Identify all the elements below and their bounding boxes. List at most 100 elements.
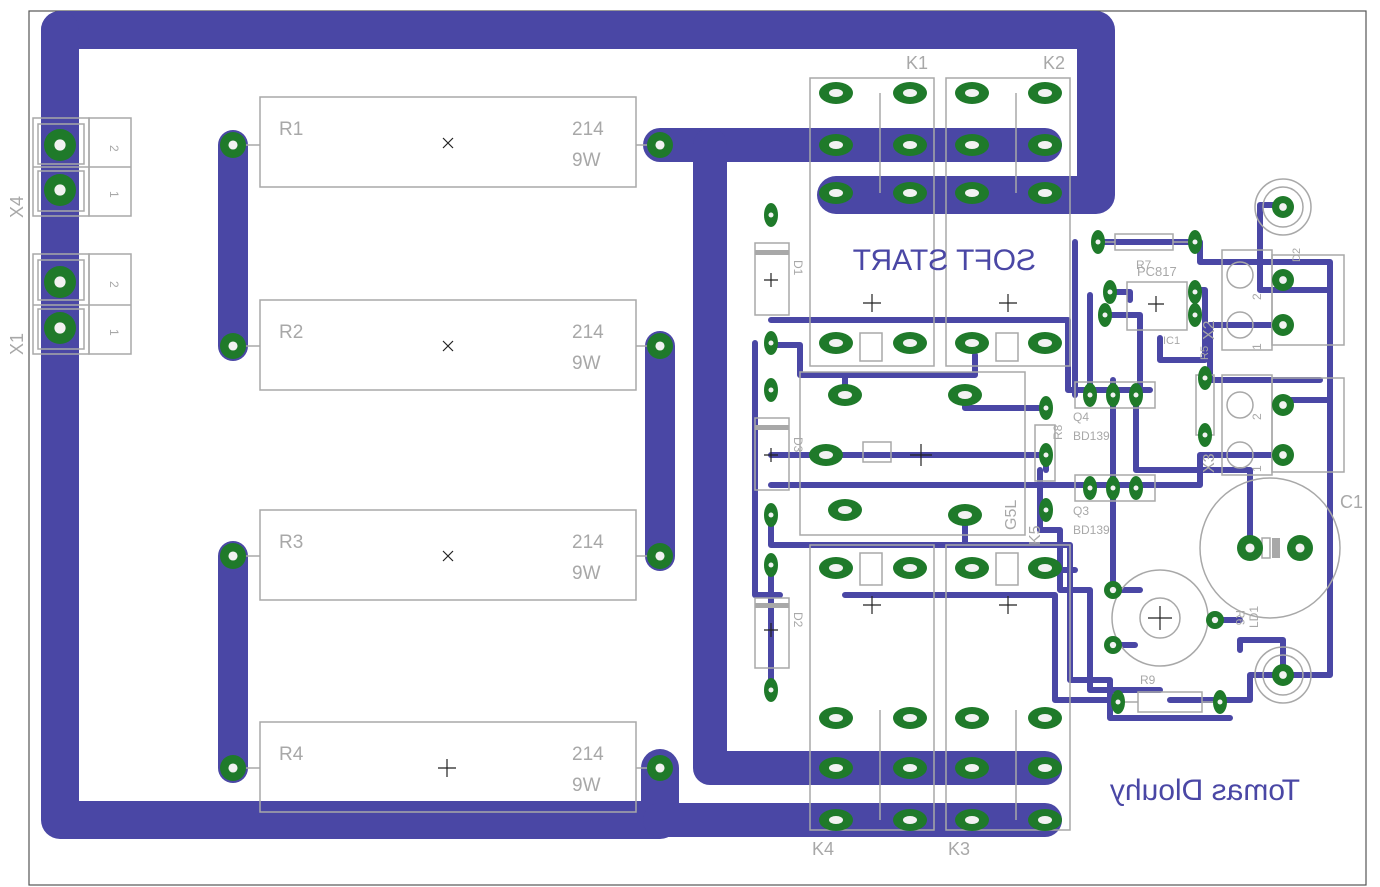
pad-hole [829,764,843,772]
resistor-ref: R2 [279,322,303,343]
pad-hole [965,816,979,824]
resistor-ref: R4 [279,744,304,765]
diode-d2-label: D2 [791,612,805,628]
pad-hole [54,184,66,196]
pad-hole [1038,339,1052,347]
pad-hole [655,140,665,150]
pad-hole [1038,564,1052,572]
pad-hole [1110,485,1116,491]
pad-hole [829,564,843,572]
pad-hole [655,341,665,351]
pad-hole [903,816,917,824]
r5-label: R5 [1199,346,1211,360]
pad-hole [1102,312,1108,318]
pad-hole [819,451,833,459]
pad-hole [228,341,238,351]
pad-hole [903,339,917,347]
pad-hole [958,511,972,519]
pad-hole [1038,189,1052,197]
pad-hole [1217,699,1223,705]
pad-hole [829,339,843,347]
r9-label: R9 [1140,673,1156,687]
pad-hole [1202,432,1208,438]
r8-label: R8 [1051,424,1065,440]
pad-hole [228,763,238,773]
pad-hole [1211,616,1219,624]
pad-hole [1192,289,1198,295]
pad-hole [1038,816,1052,824]
pad-hole [1087,485,1093,491]
g5l-label: G5L [1003,500,1020,530]
pad-hole [54,276,66,288]
resistor-power: 9W [572,150,601,171]
connector-x1: 2 1 X1 [7,253,132,355]
pad-hole [1295,543,1305,553]
diodes: D1 D3 D2 [754,242,805,669]
pad-hole [1192,239,1198,245]
pad-hole [1038,764,1052,772]
pad-hole [1202,375,1208,381]
pad-hole [965,764,979,772]
pad-hole [1095,239,1101,245]
diode-d1-label: D1 [791,260,805,276]
diode-d3-label: D3 [791,437,805,453]
pad-hole [228,551,238,561]
pad-hole [768,212,774,218]
resistor-value: 214 [572,744,604,765]
pin-label: 2 [107,281,121,288]
pad-hole [965,189,979,197]
pin-label: 1 [1250,343,1264,350]
pad-hole [1279,276,1287,284]
pad-hole [1043,507,1049,513]
track-left-bottom [41,11,679,839]
resistor-ref: R1 [279,119,303,140]
pad-hole [1038,714,1052,722]
pad-hole [965,141,979,149]
pad-hole [903,714,917,722]
resistor-value: 214 [572,532,604,553]
q3-label: Q3 [1073,504,1089,518]
pad-hole [829,714,843,722]
relay-outlines: K1 K2 K3 K4 K5 G5L [799,53,1071,859]
pad-hole [838,391,852,399]
pad-hole [965,89,979,97]
board-title: SOFT START [853,244,1036,277]
q3-type-label: BD139 [1073,523,1110,537]
pin-label: 1 [107,329,121,336]
x3-label: X3 [1201,453,1218,473]
pad-hole [903,764,917,772]
pc817-label: PC817 [1137,264,1177,279]
pad-hole [903,89,917,97]
pad-hole [1279,451,1287,459]
relay-k2-label: K2 [1043,53,1065,73]
pad-hole [829,141,843,149]
pad-hole [829,89,843,97]
pad-hole [1043,405,1049,411]
pad-hole [965,339,979,347]
pad-hole [838,506,852,514]
pad-hole [1279,203,1287,211]
pad-hole [958,391,972,399]
pad-hole [768,387,774,393]
pin-label: 1 [1250,465,1264,472]
r6-label: R6 [1233,610,1247,626]
resistor-r2: R2 214 9W [259,299,637,391]
pads [44,82,1313,831]
q4-label: Q4 [1073,410,1089,424]
q4-type-label: BD139 [1073,429,1110,443]
pad-hole [1043,452,1049,458]
pad-hole [1279,671,1287,679]
resistor-value: 214 [572,119,604,140]
pad-hole [228,140,238,150]
pad-hole [1245,543,1255,553]
pad-hole [1038,89,1052,97]
small-components: R7 PC817 IC1 Q4 BD139 Q3 BD139 R8 R5 X2 … [1034,178,1363,713]
copper-text: SOFT START Tomas Dlouhy [853,244,1300,807]
pad-hole [829,816,843,824]
resistor-value: 214 [572,322,604,343]
c1-label: C1 [1340,492,1363,512]
pin-label: 2 [107,145,121,152]
pad-hole [965,564,979,572]
